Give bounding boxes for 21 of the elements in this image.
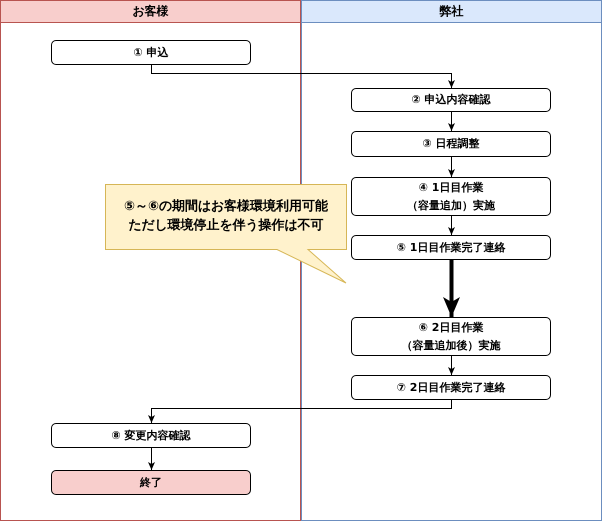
process-box: ② 申込内容確認 — [351, 88, 551, 112]
process-box: ⑧ 変更内容確認 — [51, 423, 251, 448]
process-box: ① 申込 — [51, 40, 251, 65]
end-box: 終了 — [51, 470, 251, 495]
process-box: ⑤ 1日目作業完了連絡 — [351, 235, 551, 260]
arrow — [148, 400, 452, 424]
lane-header: お客様 — [1, 1, 300, 23]
arrow — [448, 216, 455, 236]
speech-bubble — [105, 184, 347, 284]
process-box: ③ 日程調整 — [351, 131, 551, 157]
process-box: ⑥ 2日目作業（容量追加後）実施 — [351, 317, 551, 356]
arrow — [151, 64, 455, 88]
arrow — [443, 260, 460, 317]
lane-header: 弊社 — [302, 1, 601, 23]
arrow — [448, 156, 455, 178]
process-box: ④ 1日目作業（容量追加）実施 — [351, 177, 551, 216]
arrow — [448, 356, 455, 376]
arrow — [148, 448, 155, 470]
callout-text: ⑤～⑥の期間はお客様環境利用可能ただし環境停止を伴う操作は不可 — [122, 198, 329, 234]
arrow — [448, 112, 455, 132]
process-box: ⑦ 2日目作業完了連絡 — [351, 375, 551, 400]
